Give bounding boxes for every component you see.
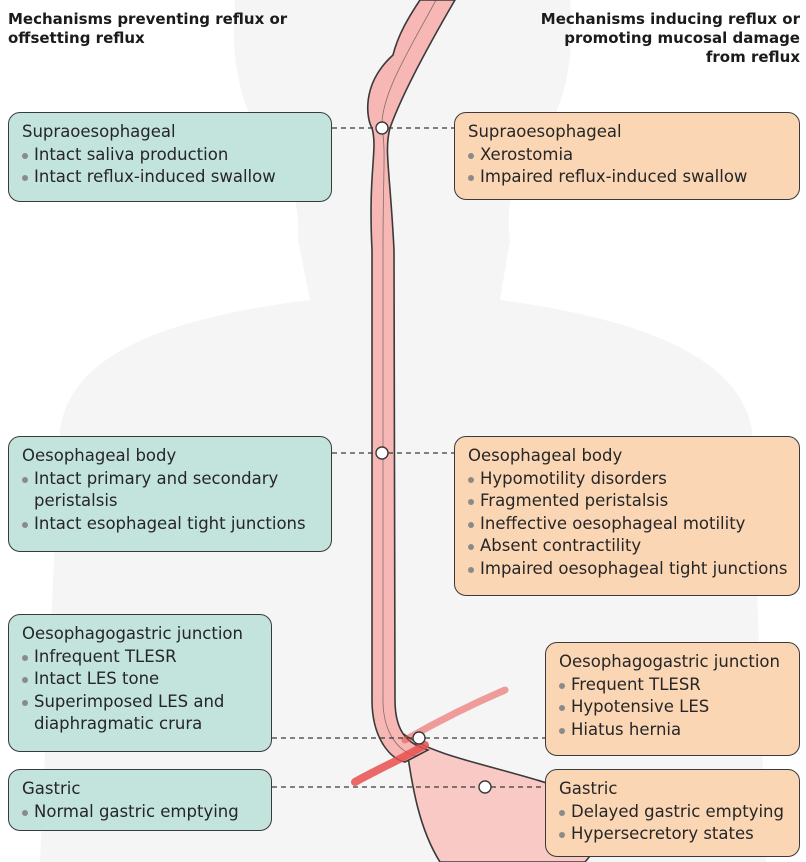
list-item: Normal gastric emptying xyxy=(22,801,263,824)
list-item: Intact saliva production xyxy=(22,144,323,167)
list-item: Hypotensive LES xyxy=(559,696,791,719)
box-left-oesophageal-body: Oesophageal body Intact primary and seco… xyxy=(8,436,332,552)
marker-gastric xyxy=(478,780,492,794)
marker-supraoesophageal xyxy=(375,121,389,135)
list-item: Impaired reflux-induced swallow xyxy=(468,166,791,189)
box-left-oesophagogastric-junction: Oesophagogastric junction Infrequent TLE… xyxy=(8,614,272,752)
box-left-gastric: Gastric Normal gastric emptying xyxy=(8,769,272,831)
list-item: Infrequent TLESR xyxy=(22,646,263,669)
box-right-oesophageal-body: Oesophageal body Hypomotility disorders … xyxy=(454,436,800,596)
heading-left: Mechanisms preventing reflux or offsetti… xyxy=(8,10,288,47)
list-item: Absent contractility xyxy=(468,535,791,558)
box-title: Oesophagogastric junction xyxy=(22,624,243,643)
diaphragm-left xyxy=(351,741,429,786)
box-title: Oesophagogastric junction xyxy=(559,652,780,671)
box-right-oesophagogastric-junction: Oesophagogastric junction Frequent TLESR… xyxy=(545,642,800,756)
list-item: Xerostomia xyxy=(468,144,791,167)
list-item: Hiatus hernia xyxy=(559,719,791,742)
oesophagus-lumen xyxy=(381,0,437,757)
list-item: Hypersecretory states xyxy=(559,823,791,846)
box-left-supraoesophageal: Supraoesophageal Intact saliva productio… xyxy=(8,112,332,202)
box-title: Oesophageal body xyxy=(22,446,177,465)
list-item: Superimposed LES and diaphragmatic crura xyxy=(22,691,263,736)
heading-right: Mechanisms inducing reflux or promoting … xyxy=(540,10,800,66)
list-item: Frequent TLESR xyxy=(559,674,791,697)
box-title: Gastric xyxy=(559,779,618,798)
list-item: Fragmented peristalsis xyxy=(468,490,791,513)
list-item: Intact LES tone xyxy=(22,668,263,691)
box-title: Supraoesophageal xyxy=(22,122,176,141)
list-item: Intact reflux-induced swallow xyxy=(22,166,323,189)
box-right-gastric: Gastric Delayed gastric emptying Hyperse… xyxy=(545,769,800,857)
box-right-supraoesophageal: Supraoesophageal Xerostomia Impaired ref… xyxy=(454,112,800,200)
list-item: Delayed gastric emptying xyxy=(559,801,791,824)
marker-oesophagogastric-junction xyxy=(412,731,426,745)
list-item: Impaired oesophageal tight junctions xyxy=(468,558,791,581)
list-item: Ineffective oesophageal motility xyxy=(468,513,791,536)
box-title: Supraoesophageal xyxy=(468,122,622,141)
box-title: Gastric xyxy=(22,779,81,798)
marker-oesophageal-body xyxy=(375,446,389,460)
list-item: Intact esophageal tight junctions xyxy=(22,513,323,536)
box-title: Oesophageal body xyxy=(468,446,623,465)
list-item: Hypomotility disorders xyxy=(468,468,791,491)
list-item: Intact primary and secondary peristalsis xyxy=(22,468,323,513)
